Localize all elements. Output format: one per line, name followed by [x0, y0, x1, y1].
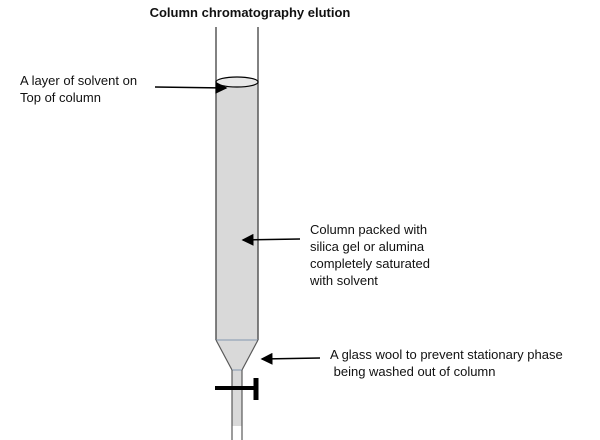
arrow-glass-wool — [260, 352, 321, 365]
label-glass-wool: A glass wool to prevent stationary phase… — [330, 347, 563, 379]
label-solvent-layer: A layer of solvent on Top of column — [20, 73, 138, 105]
packing-fill — [216, 82, 258, 426]
funnel-left — [215, 339, 233, 371]
solvent-layer — [215, 76, 259, 88]
funnel-right — [241, 339, 259, 371]
label-packed-column: Column packed with silica gel or alumina… — [310, 222, 430, 288]
arrow-solvent-layer — [154, 81, 228, 94]
diagram-title: Column chromatography elution — [149, 5, 351, 20]
arrow-packed-column — [241, 233, 301, 246]
